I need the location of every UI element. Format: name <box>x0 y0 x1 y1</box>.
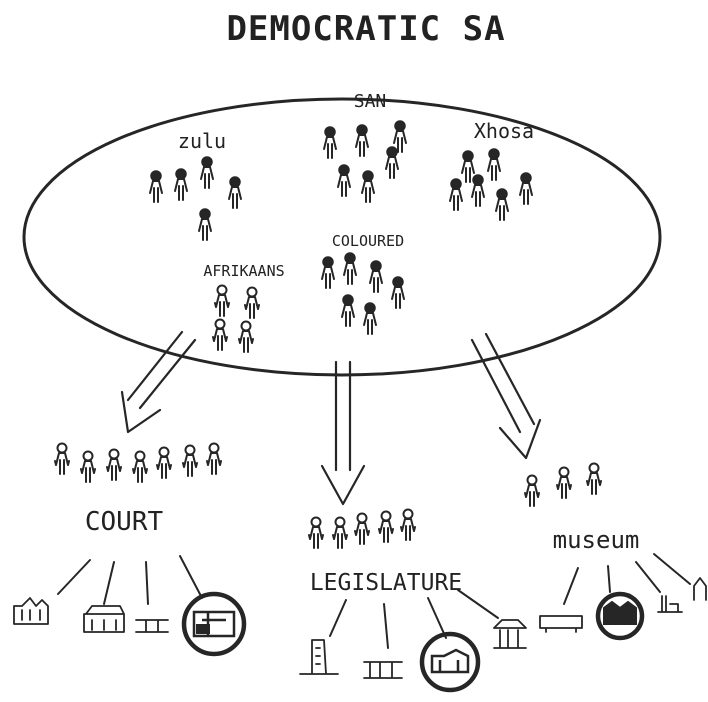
museum-building-icon-2-highlighted <box>595 591 645 641</box>
person-icon <box>363 302 377 335</box>
legislature-building-icon-2 <box>363 661 403 679</box>
person-icon <box>393 120 407 153</box>
zulu-people <box>149 156 242 241</box>
group-label-afrikaans: AFRIKAANS <box>203 262 284 280</box>
institution-label-legislature: LEGISLATURE <box>310 570 462 596</box>
legislature-building-icon-4 <box>493 619 527 649</box>
person-icon <box>244 286 260 319</box>
museum-building-icon-4 <box>693 577 707 601</box>
legislature-people <box>308 508 416 549</box>
person-icon <box>308 516 324 549</box>
person-icon <box>400 508 416 541</box>
person-icon <box>556 466 572 499</box>
person-icon <box>332 516 348 549</box>
diagram-title: DEMOCRATIC SA <box>226 9 505 49</box>
institution-label-court: COURT <box>85 507 164 537</box>
museum-branches <box>563 553 691 605</box>
group-label-san: SAN <box>354 91 387 112</box>
group-label-zulu: zulu <box>178 129 226 153</box>
group-label-coloured: COLOURED <box>332 232 404 250</box>
san-people <box>323 120 407 203</box>
group-label-xhosa: Xhosa <box>474 119 534 143</box>
court-building-icon-3 <box>135 619 169 633</box>
arrow-to-court <box>120 330 197 434</box>
person-icon <box>495 188 509 221</box>
person-icon <box>182 444 198 477</box>
democratic-sa-oval <box>22 97 662 377</box>
arrow-to-legislature <box>320 360 366 506</box>
person-icon <box>461 150 475 183</box>
court-building-icon-4-highlighted <box>181 591 247 657</box>
person-icon <box>212 318 228 351</box>
legislature-building-icon-3-highlighted <box>419 631 481 693</box>
person-icon <box>391 276 405 309</box>
coloured-people <box>321 252 405 335</box>
xhosa-people <box>449 148 533 221</box>
person-icon <box>214 284 230 317</box>
person-icon <box>174 168 188 201</box>
museum-building-icon-1 <box>539 615 583 633</box>
person-icon <box>355 124 369 157</box>
person-icon <box>206 442 222 475</box>
person-icon <box>80 450 96 483</box>
person-icon <box>354 512 370 545</box>
person-icon <box>323 126 337 159</box>
museum-people <box>524 462 602 507</box>
person-icon <box>361 170 375 203</box>
person-icon <box>54 442 70 475</box>
court-branches <box>57 555 203 605</box>
person-icon <box>200 156 214 189</box>
person-icon <box>156 446 172 479</box>
person-icon <box>341 294 355 327</box>
museum-building-icon-3 <box>657 595 683 613</box>
court-building-icon-2 <box>83 605 125 633</box>
institution-label-museum: museum <box>553 526 640 554</box>
person-icon <box>586 462 602 495</box>
person-icon <box>471 174 485 207</box>
person-icon <box>343 252 357 285</box>
person-icon <box>524 474 540 507</box>
afrikaans-people <box>212 284 260 353</box>
legislature-building-icon-1 <box>299 639 339 675</box>
court-people <box>54 442 222 483</box>
person-icon <box>337 164 351 197</box>
person-icon <box>378 510 394 543</box>
person-icon <box>198 208 212 241</box>
person-icon <box>238 320 254 353</box>
person-icon <box>132 450 148 483</box>
person-icon <box>487 148 501 181</box>
person-icon <box>228 176 242 209</box>
legislature-branches <box>329 589 499 649</box>
person-icon <box>106 448 122 481</box>
arrow-to-museum <box>470 332 542 460</box>
court-building-icon-1 <box>13 597 49 625</box>
